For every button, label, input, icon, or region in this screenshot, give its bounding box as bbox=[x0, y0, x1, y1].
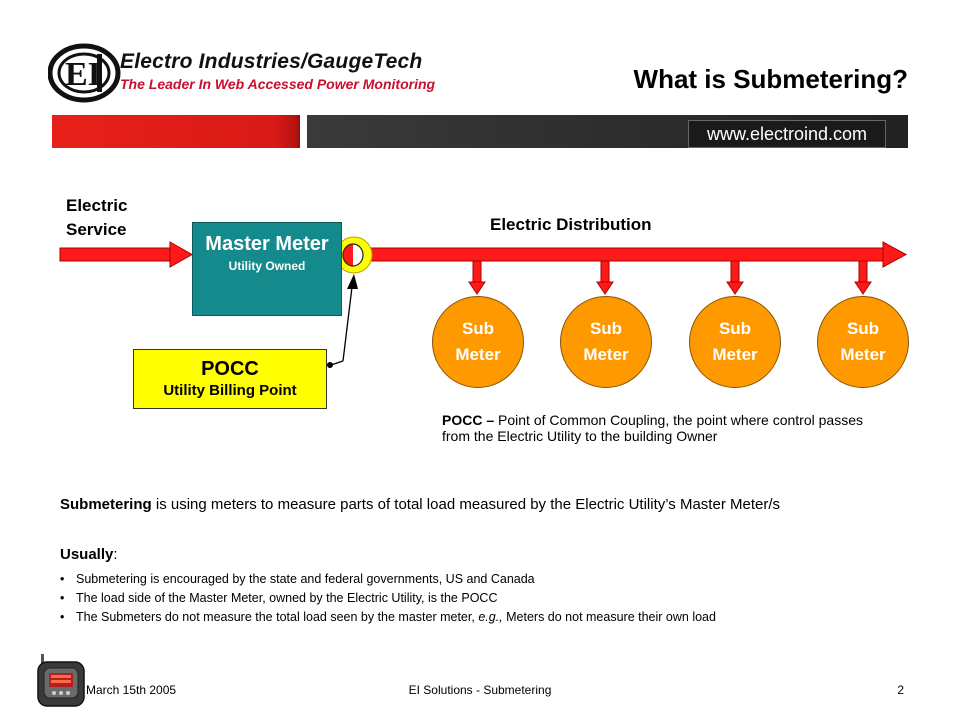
list-item: Submetering is encouraged by the state a… bbox=[60, 570, 940, 589]
company-tagline: The Leader In Web Accessed Power Monitor… bbox=[120, 76, 436, 92]
coupling-point-icon bbox=[335, 236, 373, 274]
sub-meter-label: Sub Meter bbox=[712, 319, 758, 364]
sub-meter-2: Sub Meter bbox=[560, 296, 652, 388]
pocc-title: POCC bbox=[201, 358, 259, 380]
bullet-text: The load side of the Master Meter, owned… bbox=[76, 591, 498, 605]
pocc-definition: POCC – Point of Common Coupling, the poi… bbox=[442, 412, 872, 444]
pocc-definition-term: POCC – bbox=[442, 412, 495, 428]
service-arrow-icon bbox=[59, 241, 194, 268]
power-meter-icon bbox=[37, 654, 85, 707]
sub-meter-label: Sub Meter bbox=[840, 319, 886, 364]
bullet-tail: Meters do not measure their own load bbox=[502, 610, 716, 624]
pocc-pointer-icon bbox=[327, 274, 358, 368]
pocc-definition-text: Point of Common Coupling, the point wher… bbox=[442, 412, 863, 444]
sub-meter-label: Sub Meter bbox=[583, 319, 629, 364]
submetering-term: Submetering bbox=[60, 496, 152, 513]
website-url[interactable]: www.electroind.com bbox=[688, 120, 886, 148]
pocc-subtitle: Utility Billing Point bbox=[163, 382, 297, 399]
master-meter-subtitle: Utility Owned bbox=[228, 259, 306, 273]
sub-meter-4: Sub Meter bbox=[817, 296, 909, 388]
master-meter-box: Master Meter Utility Owned bbox=[192, 222, 342, 316]
bullet-text: The Submeters do not measure the total l… bbox=[76, 610, 479, 624]
bullet-list: Submetering is encouraged by the state a… bbox=[60, 570, 940, 627]
submetering-definition: Submetering is using meters to measure p… bbox=[60, 494, 840, 516]
footer-title: EI Solutions - Submetering bbox=[408, 683, 552, 697]
company-name: Electro Industries/GaugeTech bbox=[120, 50, 423, 73]
submetering-definition-text: is using meters to measure parts of tota… bbox=[151, 496, 780, 513]
sub-meter-3: Sub Meter bbox=[689, 296, 781, 388]
usually-colon: : bbox=[113, 546, 118, 563]
sub-meter-1: Sub Meter bbox=[432, 296, 524, 388]
drop-arrow-icon bbox=[596, 260, 614, 295]
pocc-box: POCC Utility Billing Point bbox=[133, 349, 327, 409]
drop-arrow-icon bbox=[854, 260, 872, 295]
svg-text:EI: EI bbox=[65, 56, 101, 93]
drop-arrow-icon bbox=[726, 260, 744, 295]
bullet-text: Submetering is encouraged by the state a… bbox=[76, 572, 535, 586]
usually-term: Usually bbox=[60, 546, 114, 563]
drop-arrow-icon bbox=[468, 260, 486, 295]
usually-heading: Usually: bbox=[60, 546, 118, 563]
footer-date: March 15th 2005 bbox=[86, 683, 177, 697]
electric-distribution-label: Electric Distribution bbox=[490, 215, 652, 234]
electric-service-label: Electric Service bbox=[66, 196, 128, 239]
page-number: 2 bbox=[897, 683, 904, 697]
company-logo-icon: EI bbox=[48, 43, 121, 103]
sub-meter-label: Sub Meter bbox=[455, 319, 501, 364]
master-meter-title: Master Meter bbox=[205, 233, 329, 255]
list-item: The load side of the Master Meter, owned… bbox=[60, 589, 940, 608]
bullet-eg: e.g., bbox=[478, 610, 503, 624]
distribution-arrow-icon bbox=[364, 241, 908, 268]
list-item: The Submeters do not measure the total l… bbox=[60, 608, 940, 627]
slide-title: What is Submetering? bbox=[633, 64, 908, 94]
